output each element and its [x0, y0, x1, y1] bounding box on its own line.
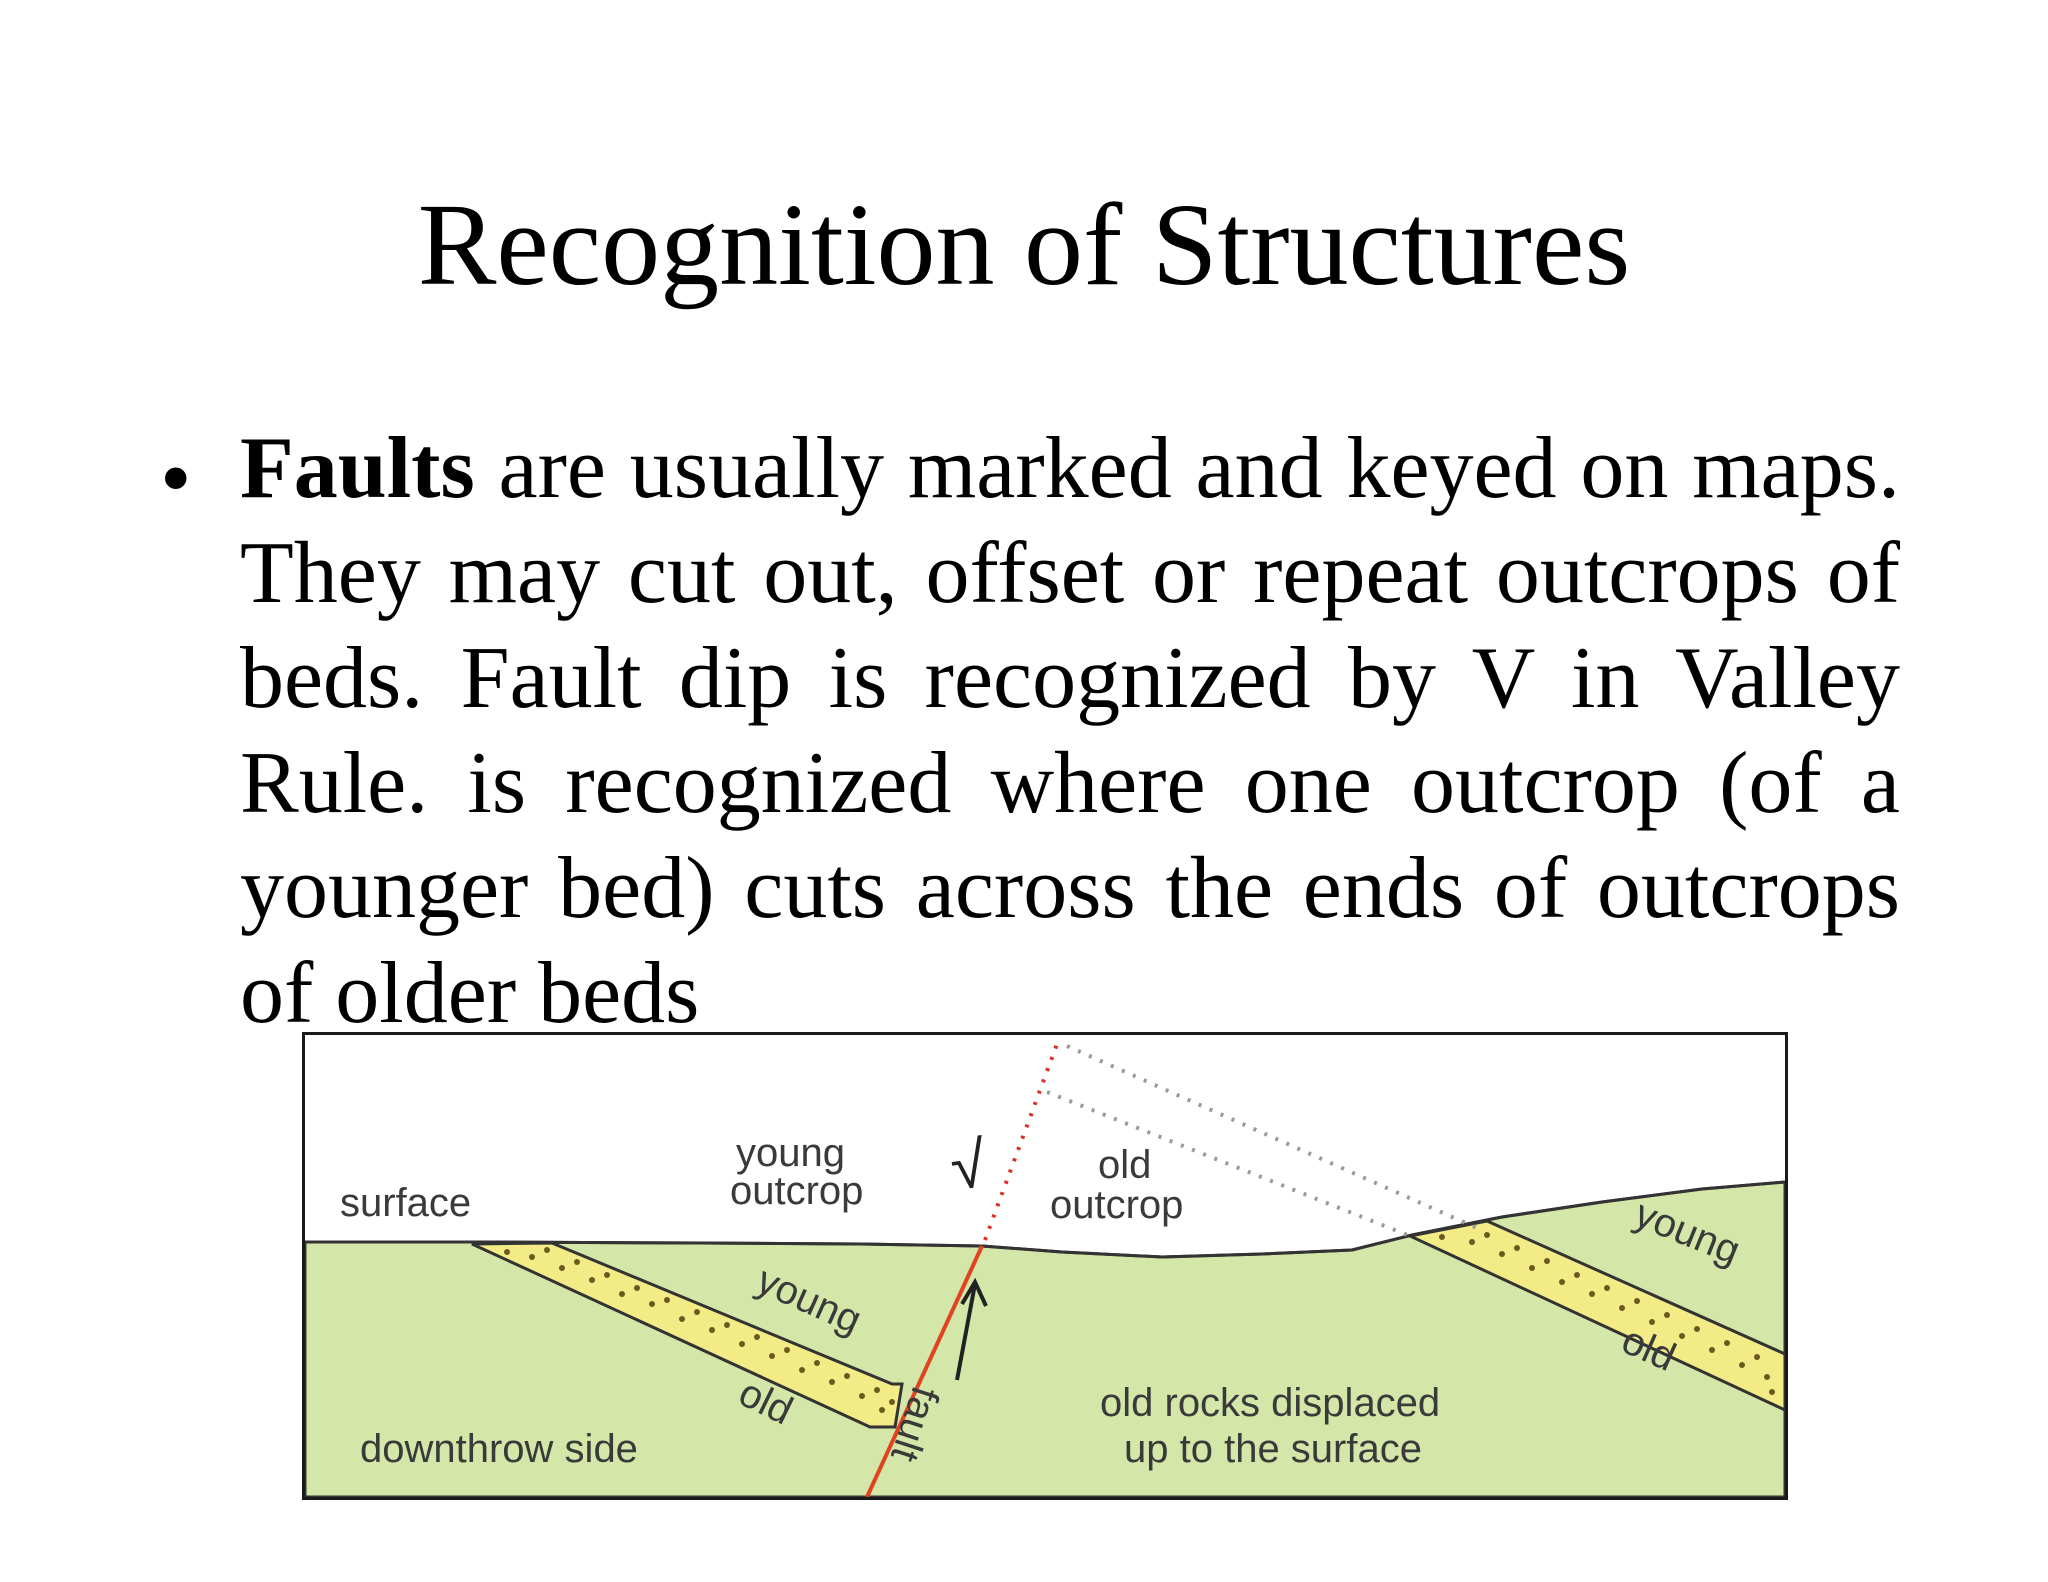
label-young-outcrop-2: outcrop	[730, 1169, 863, 1213]
bullet-keyword: Faults	[240, 420, 475, 517]
eroded-bed-top-dotted	[1066, 1044, 1478, 1230]
label-young-outcrop-1: young	[736, 1131, 845, 1175]
upthrow-arrow-shaft	[955, 1283, 977, 1381]
label-displaced-1: old rocks displaced	[1100, 1381, 1440, 1425]
slide-title: Recognition of Structures	[417, 179, 1631, 310]
diagram-frame	[302, 1032, 1788, 1500]
upthrow-arrow-head	[960, 1277, 988, 1307]
bullet-marker: •	[160, 429, 192, 528]
bullet-body: are usually marked and keyed on maps. Th…	[240, 420, 1900, 1042]
fault-diagram: surface young outcrop old outcrop young …	[302, 1032, 1788, 1500]
bullet-paragraph: Faults are usually marked and keyed on m…	[240, 416, 1900, 1046]
label-old-outcrop-2: outcrop	[1050, 1183, 1183, 1227]
bed-dots-left	[504, 1247, 895, 1413]
surface-line	[305, 1180, 1786, 1259]
fault-line	[865, 1245, 984, 1498]
young-bed-left	[471, 1241, 904, 1429]
bed-dots-right	[1439, 1232, 1775, 1395]
downthrow-check-mark: √	[946, 1128, 992, 1204]
label-displaced-2: up to the surface	[1124, 1427, 1422, 1471]
label-old-outcrop-1: old	[1098, 1143, 1151, 1187]
label-downthrow-side: downthrow side	[360, 1427, 638, 1471]
label-surface: surface	[340, 1181, 471, 1225]
fault-projection-dotted	[983, 1043, 1059, 1241]
fault-diagram-svg: surface young outcrop old outcrop young …	[302, 1032, 1788, 1500]
eroded-bed-bottom-dotted	[1046, 1090, 1411, 1238]
